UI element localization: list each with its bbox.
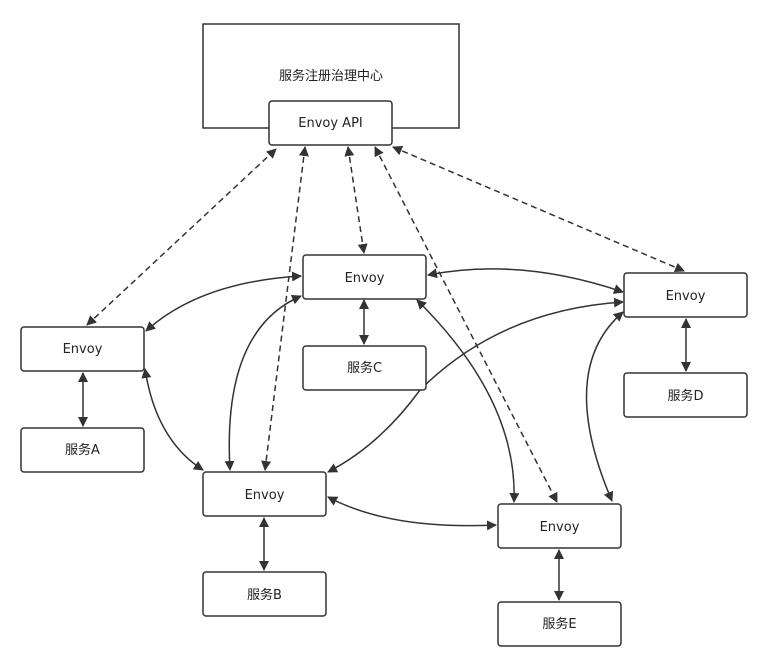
envoy-node-e: Envoy (497, 503, 622, 549)
service-node-a: 服务A (20, 427, 145, 473)
service-e-box (497, 601, 622, 647)
envoy-node-d: Envoy (623, 272, 748, 318)
link-envoy-c-envoy-e (416, 299, 520, 503)
envoy-api-box (268, 100, 393, 146)
service-node-b: 服务B (202, 571, 327, 617)
link-envoy-d-envoy-e (585, 311, 624, 502)
link-envoy-a-envoy-c (145, 271, 302, 332)
service-b-label: 服务B (247, 587, 282, 603)
envoy-a-box (20, 326, 145, 372)
dashed-link-api-envoy-c (344, 146, 368, 254)
service-c-label: 服务C (347, 360, 382, 376)
service-a-box (20, 427, 145, 473)
service-c-box (302, 345, 427, 391)
envoy-c-label: Envoy (345, 271, 385, 286)
service-node-e: 服务E (497, 601, 622, 647)
envoy-e-box (497, 503, 622, 549)
service-d-box (623, 372, 748, 418)
envoy-api-node: Envoy API (268, 100, 393, 146)
link-envoy-b-envoy-e (327, 496, 497, 531)
service-node-c: 服务C (302, 345, 427, 391)
envoy-node-c: Envoy (302, 254, 427, 300)
service-node-d: 服务D (623, 372, 748, 418)
dashed-link-api-envoy-d (392, 145, 685, 273)
envoy-node-b: Envoy (202, 471, 327, 517)
service-b-box (202, 571, 327, 617)
envoy-node-a: Envoy (20, 326, 145, 372)
envoy-c-box (302, 254, 427, 300)
service-d-label: 服务D (667, 388, 703, 404)
envoy-a-label: Envoy (63, 342, 103, 357)
service-e-label: 服务E (542, 616, 576, 632)
envoy-e-label: Envoy (540, 520, 580, 535)
envoy-d-box (623, 272, 748, 318)
link-envoy-c-envoy-b (224, 294, 302, 471)
service-a-label: 服务A (65, 442, 100, 458)
dashed-link-api-envoy-a (86, 148, 277, 326)
connections (78, 145, 691, 601)
envoy-b-box (202, 471, 327, 517)
link-envoy-a-envoy-b (141, 368, 204, 471)
envoy-api-label: Envoy API (298, 116, 363, 131)
envoy-b-label: Envoy (245, 488, 285, 503)
dashed-link-api-envoy-b (261, 146, 309, 471)
link-envoy-c-envoy-d (427, 268, 624, 294)
dashed-link-api-envoy-e (374, 146, 558, 503)
envoy-d-label: Envoy (666, 289, 706, 304)
link-envoy-b-envoy-d (327, 297, 624, 473)
registry-title: 服务注册治理中心 (279, 68, 383, 84)
